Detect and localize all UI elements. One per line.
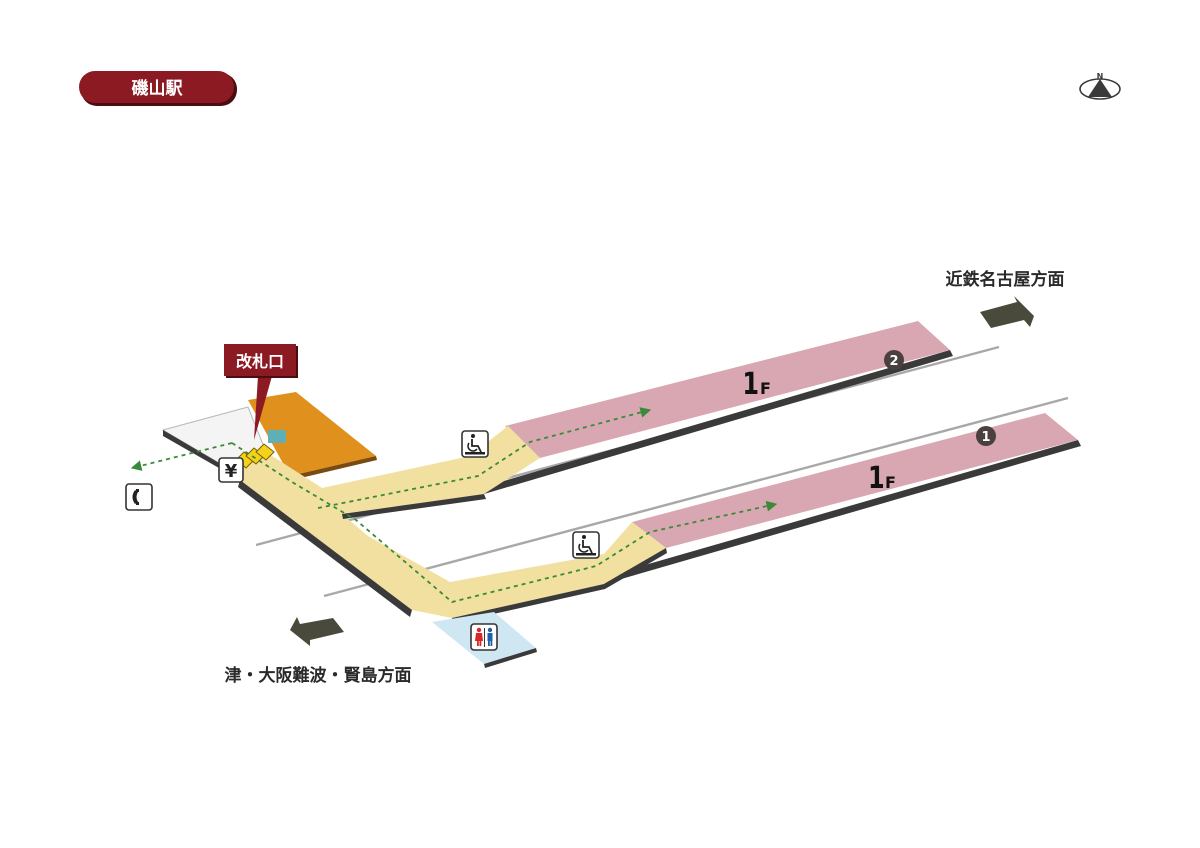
floor-unit: F bbox=[885, 473, 896, 492]
track-line-platform-1 bbox=[323, 396, 1069, 598]
restroom-icon[interactable] bbox=[470, 623, 498, 651]
arrow-south-west-icon bbox=[290, 617, 344, 646]
platform-2-number: 2 bbox=[889, 354, 898, 369]
ticket-machine-yen-icon: ¥ bbox=[225, 461, 238, 482]
compass-needle-icon bbox=[1088, 79, 1112, 97]
platform-2 bbox=[480, 321, 953, 494]
ticket-gate-label: 改札口 bbox=[236, 352, 284, 371]
floor-num: 1 bbox=[742, 367, 759, 401]
platform-1 bbox=[600, 413, 1081, 584]
route-to-platform-1 bbox=[231, 442, 778, 603]
title-badge: 磯山駅 bbox=[79, 71, 237, 106]
ticket-gate-callout: 改札口 bbox=[224, 344, 298, 440]
arrow-north-east-icon bbox=[980, 296, 1034, 328]
compass-letter: N bbox=[1097, 72, 1104, 81]
direction-south-label: 津・大阪難波・賢島方面 bbox=[225, 665, 412, 686]
platform-2-number-badge: 2 bbox=[884, 350, 904, 370]
direction-north-label: 近鉄名古屋方面 bbox=[946, 269, 1065, 290]
direction-north: 近鉄名古屋方面 bbox=[946, 269, 1065, 328]
route-path bbox=[130, 407, 778, 603]
floor-unit: F bbox=[760, 379, 771, 398]
wheelchair-icon-platform-1[interactable] bbox=[572, 531, 600, 559]
floor-label-platform-2: 1 F bbox=[742, 367, 771, 401]
gate-equipment bbox=[268, 430, 286, 443]
platform-1-number-badge: 1 bbox=[976, 426, 996, 446]
floor-label-platform-1: 1 F bbox=[868, 461, 896, 495]
ticket-machine[interactable]: ¥ bbox=[218, 457, 244, 483]
direction-south: 津・大阪難波・賢島方面 bbox=[225, 617, 412, 686]
wheelchair-icon-platform-2[interactable] bbox=[461, 430, 489, 458]
floor-num: 1 bbox=[868, 461, 885, 495]
phone-icon[interactable] bbox=[125, 483, 153, 511]
route-to-exit bbox=[130, 442, 233, 471]
platform-1-number: 1 bbox=[981, 430, 990, 445]
compass: N bbox=[1079, 72, 1121, 100]
route-to-platform-2 bbox=[317, 407, 652, 509]
station-name: 磯山駅 bbox=[132, 78, 184, 99]
station-building bbox=[248, 392, 377, 480]
